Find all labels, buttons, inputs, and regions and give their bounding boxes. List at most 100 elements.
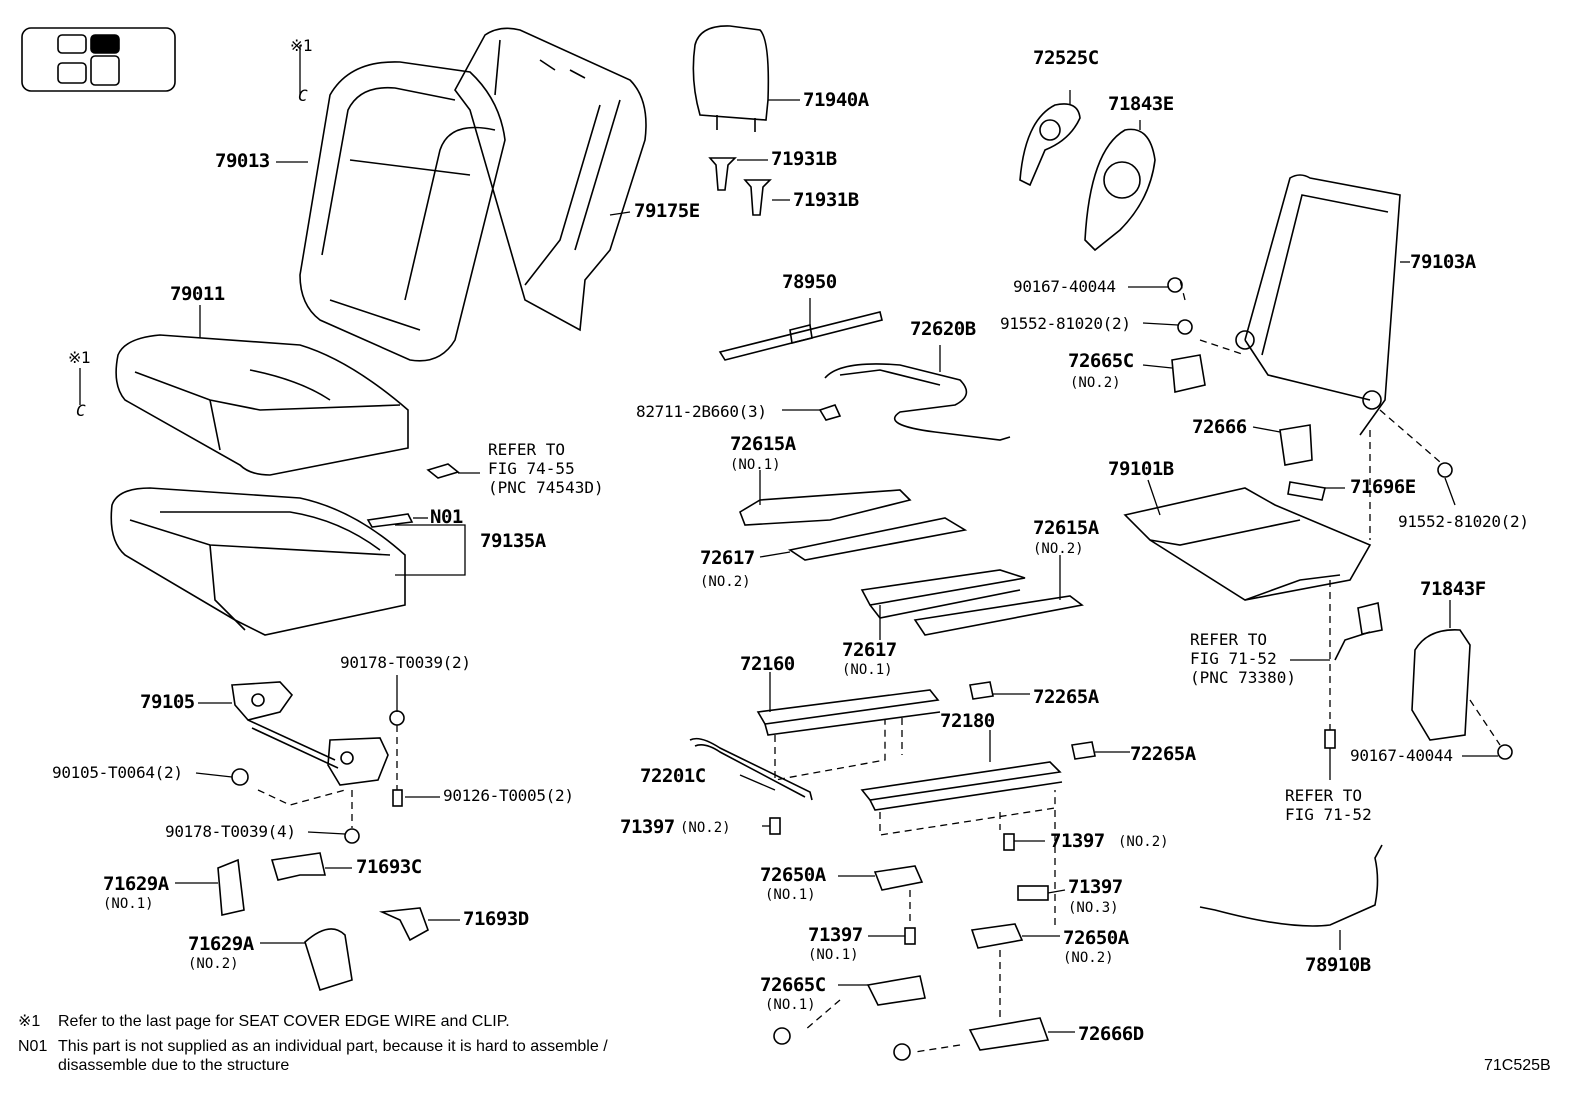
part-90167-40044-b[interactable]: 90167-40044 (1350, 746, 1453, 765)
headrest-guides-shape (708, 157, 772, 216)
part-78910b[interactable]: 78910B (1305, 954, 1371, 976)
part-79103a[interactable]: 79103A (1410, 251, 1476, 273)
refer-line: REFER TO (1285, 786, 1363, 805)
clip-mark-c-b: C (76, 401, 86, 420)
refer-line: REFER TO (1190, 630, 1268, 649)
part-72525c[interactable]: 72525C (1033, 47, 1099, 69)
note-1-text: Refer to the last page for SEAT COVER ED… (58, 1013, 510, 1030)
part-72666[interactable]: 72666 (1192, 416, 1247, 438)
cover-72615a-2-shape (913, 595, 1084, 636)
figure-code: 71C525B (1484, 1057, 1551, 1074)
part-72617-no1[interactable]: 72617 (842, 639, 897, 661)
covers-72665c-72666d-shape (866, 975, 1050, 1051)
part-72620b[interactable]: 72620B (910, 318, 976, 340)
part-71693c[interactable]: 71693C (356, 856, 422, 878)
clip-82711-shape (818, 404, 842, 421)
part-78950[interactable]: 78950 (782, 271, 837, 293)
lever-72201c-shape (689, 737, 813, 801)
part-71397-c[interactable]: 71397 (1068, 876, 1123, 898)
seat-frame-79101b-shape (1123, 487, 1372, 601)
cover-71843f-shape (1411, 629, 1471, 741)
part-71931b-b[interactable]: 71931B (793, 189, 859, 211)
part-79105[interactable]: 79105 (140, 691, 195, 713)
refer-fig-74-55[interactable]: REFER TO FIG 74-55 (PNC 74543D) (488, 440, 604, 497)
part-72201c[interactable]: 72201C (640, 765, 706, 787)
part-n01[interactable]: N01 (430, 506, 463, 528)
part-71931b-a[interactable]: 71931B (771, 148, 837, 170)
part-71397-a[interactable]: 71397 (620, 816, 675, 838)
part-72615a-no2-sub: (NO.2) (1033, 541, 1084, 557)
part-71397-d-sub: (NO.1) (808, 947, 859, 963)
cover-71629a-2-shape (304, 928, 353, 992)
part-72665c-no1[interactable]: 72665C (760, 974, 826, 996)
part-72650a-no1[interactable]: 72650A (760, 864, 826, 886)
part-72617-no2[interactable]: 72617 (700, 547, 755, 569)
part-90105-t0064-2[interactable]: 90105-T0064(2) (52, 763, 183, 782)
seat-cushion-cover-shape (115, 334, 409, 476)
headrest-shape (692, 25, 770, 132)
part-72617-no2-sub: (NO.2) (700, 574, 751, 590)
part-72650a-no1-sub: (NO.1) (765, 887, 816, 903)
part-72665c-no1-sub: (NO.1) (765, 997, 816, 1013)
part-71397-d[interactable]: 71397 (808, 924, 863, 946)
rod-71696e-shape (1287, 481, 1326, 501)
part-71397-c-sub: (NO.3) (1068, 900, 1119, 916)
part-72617-no1-sub: (NO.1) (842, 662, 893, 678)
cover-71629a-1-shape (217, 858, 245, 916)
frame-72617-1-shape (860, 569, 1026, 619)
cover-71843e-shape (1084, 128, 1156, 252)
part-90126-t0005-2[interactable]: 90126-T0005(2) (443, 786, 574, 805)
bracket-72665c-2-shape (1171, 354, 1206, 393)
part-72666d[interactable]: 72666D (1078, 1023, 1144, 1045)
part-71940a[interactable]: 71940A (803, 89, 869, 111)
part-72265a-b[interactable]: 72265A (1130, 743, 1196, 765)
refer-line: FIG 71-52 (1190, 649, 1277, 668)
seat-cushion-pad-shape (110, 487, 406, 636)
part-72665c-no2[interactable]: 72665C (1068, 350, 1134, 372)
part-72615a-no2[interactable]: 72615A (1033, 517, 1099, 539)
note-mark-1b: ※1 (68, 348, 91, 367)
part-90178-t0039-2[interactable]: 90178-T0039(2) (340, 653, 471, 672)
part-90167-40044-a[interactable]: 90167-40044 (1013, 277, 1116, 296)
part-72160[interactable]: 72160 (740, 653, 795, 675)
part-91552-81020-b[interactable]: 91552-81020(2) (1398, 512, 1529, 531)
part-79013[interactable]: 79013 (215, 150, 270, 172)
clip-mark-c-a: C (298, 86, 308, 105)
part-79101b[interactable]: 79101B (1108, 458, 1174, 480)
part-91552-81020-a[interactable]: 91552-81020(2) (1000, 314, 1131, 333)
part-71843e[interactable]: 71843E (1108, 93, 1174, 115)
refer-line: (PNC 74543D) (488, 478, 604, 497)
part-71629a-no1[interactable]: 71629A (103, 873, 169, 895)
part-71696e[interactable]: 71696E (1350, 476, 1416, 498)
part-79135a[interactable]: 79135A (480, 530, 546, 552)
note-mark-1: ※1 (18, 1013, 41, 1030)
refer-fig-71-52-a[interactable]: REFER TO FIG 71-52 (PNC 73380) (1190, 630, 1296, 687)
part-71397-b[interactable]: 71397 (1050, 830, 1105, 852)
part-72650a-no2[interactable]: 72650A (1063, 927, 1129, 949)
part-82711-2b660[interactable]: 82711-2B660(3) (636, 402, 767, 421)
note-n01-line2: disassemble due to the structure (58, 1057, 290, 1074)
bracket-72666-shape (1279, 424, 1313, 466)
part-71629a-no2[interactable]: 71629A (188, 933, 254, 955)
cable-78910b-shape (1199, 844, 1383, 927)
cover-71693d-shape (378, 907, 429, 942)
part-90178-t0039-4[interactable]: 90178-T0039(4) (165, 822, 296, 841)
part-72265a-a[interactable]: 72265A (1033, 686, 1099, 708)
part-71693d[interactable]: 71693D (463, 908, 529, 930)
refer-line: REFER TO (488, 440, 566, 459)
part-79175e[interactable]: 79175E (634, 200, 700, 222)
n01-clip-shape (366, 513, 414, 528)
part-71629a-no1-sub: (NO.1) (103, 896, 154, 912)
recliner-shape (231, 681, 389, 786)
seat-position-icon (21, 27, 176, 92)
brackets-72650a-shape (873, 865, 1024, 949)
part-72615a-no1[interactable]: 72615A (730, 433, 796, 455)
rail-72180-shape (860, 761, 1063, 811)
note-n01-mark: N01 (18, 1038, 48, 1055)
part-72180[interactable]: 72180 (940, 710, 995, 732)
part-79011[interactable]: 79011 (170, 283, 225, 305)
part-71843f[interactable]: 71843F (1420, 578, 1486, 600)
seatback-pad-shape (454, 27, 647, 332)
refer-fig-71-52-b[interactable]: REFER TO FIG 71-52 (1285, 786, 1372, 824)
